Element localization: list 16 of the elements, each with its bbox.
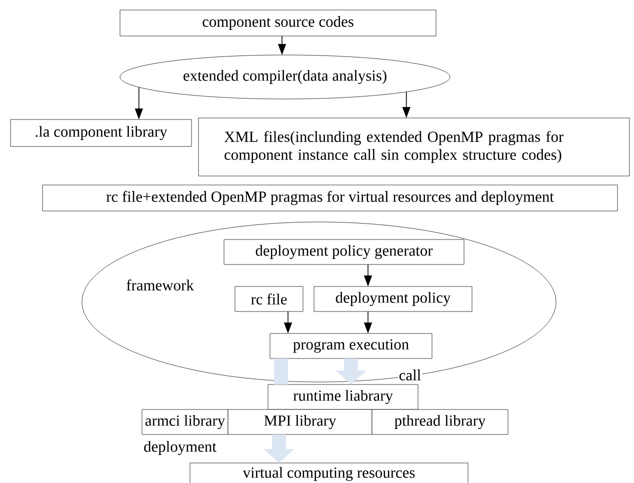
output-box: .la component library [10, 119, 192, 147]
output-box: XML files(inclunding extended OpenMP pragmas for component instance call sin complex structure codes) [198, 118, 630, 176]
connector-bar [274, 358, 288, 384]
process-box: rc file+extended OpenMP pragmas for virtual resources and deployment [42, 184, 618, 212]
edge-label: deployment [142, 440, 218, 456]
process-box: program execution [270, 333, 432, 359]
process-box: component source codes [120, 10, 436, 36]
library-box: MPI library [228, 409, 372, 435]
library-box: armci library [142, 409, 228, 435]
resource-box: virtual computing resources [190, 462, 468, 483]
library-box: runtime liabrary [268, 384, 418, 410]
edge-label: call [398, 368, 422, 382]
process-box: rc file [234, 286, 304, 312]
process-box: deployment policy [314, 286, 472, 312]
process-box: deployment policy generator [224, 239, 464, 265]
library-box: pthread library [372, 409, 508, 435]
